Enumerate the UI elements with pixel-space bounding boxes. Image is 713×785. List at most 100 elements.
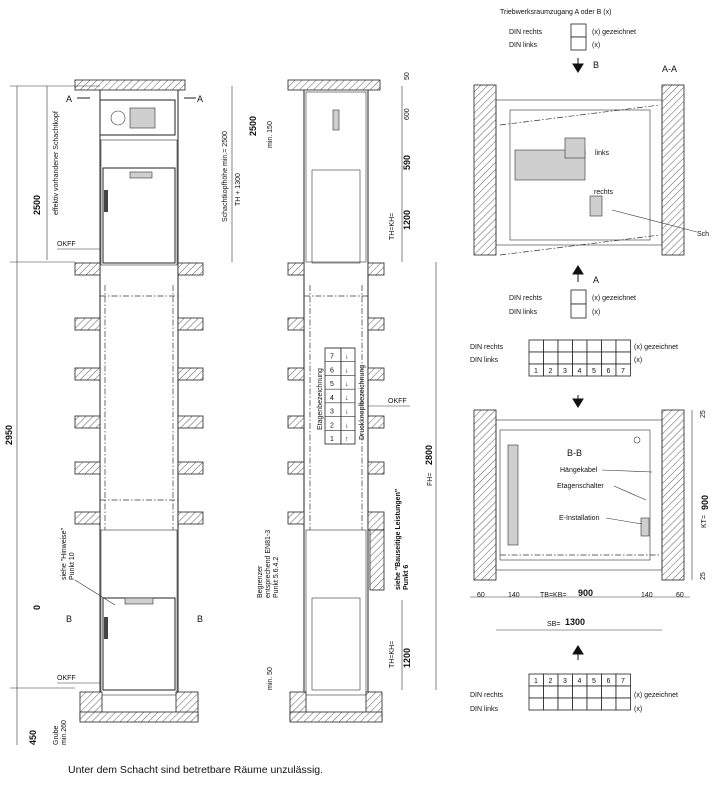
- floor-slab: [287, 367, 305, 381]
- floor-slab: [367, 317, 385, 331]
- car-lower: [311, 597, 361, 691]
- floor-slab: [287, 511, 305, 525]
- din-grid-number: 4: [578, 368, 582, 375]
- arrow-up-icon: [572, 265, 584, 282]
- floor-slab: [177, 317, 204, 331]
- din-rechts-label: DIN rechts: [509, 29, 543, 36]
- din-grid-cell: [557, 697, 573, 711]
- din-grid-number: 1: [534, 368, 538, 375]
- din-grid-number: 3: [563, 368, 567, 375]
- lower-car-frame: [100, 529, 178, 696]
- floor-number: 5: [330, 381, 334, 388]
- upper-car-frame: [100, 139, 178, 266]
- wall-recess: [369, 529, 385, 591]
- din-rechts-label: DIN rechts: [470, 692, 504, 699]
- upper-car: [102, 167, 176, 264]
- drive-pulley: [110, 110, 126, 126]
- floor-slab: [287, 262, 305, 276]
- lower-car-panel: [104, 617, 108, 639]
- section-mark-b-left: B: [66, 614, 72, 624]
- leader-line: [605, 517, 643, 525]
- dim-450: 450: [28, 730, 38, 745]
- side-view: 7↓6↓5↓4↓3↓2↓1↑ Etagenbezeichnung Druckkn…: [257, 72, 437, 723]
- bb-title: B-B: [567, 448, 582, 458]
- floor-slab: [367, 511, 385, 531]
- din-grid-cell: [586, 351, 602, 365]
- lower-car-top-bar: [124, 597, 154, 605]
- upper-car-top-bar: [129, 171, 153, 179]
- floor-slab: [74, 415, 101, 429]
- x-gezeichnet-label: (x) gezeichnet: [592, 295, 636, 302]
- dim-60-right: 60: [676, 592, 684, 599]
- din-links-label: DIN links: [509, 42, 538, 49]
- din-links-label: DIN links: [470, 357, 499, 364]
- car-frame-lower: [305, 529, 367, 696]
- lower-car: [102, 597, 176, 691]
- dim-50-bottom: min. 50: [267, 667, 274, 690]
- din-grid-number: 2: [549, 368, 553, 375]
- wall-right: [661, 84, 685, 256]
- din-grid-cell: [601, 351, 617, 365]
- floor-number: 4: [330, 395, 334, 402]
- dim-140-left: 140: [508, 592, 520, 599]
- section-mark-a-right: A: [197, 94, 203, 104]
- dim-25-top: 25: [700, 410, 707, 418]
- floor-number: 7: [330, 354, 334, 361]
- footnote: Unter dem Schacht sind betretbare Räume …: [68, 764, 324, 776]
- car-outline: [499, 429, 651, 561]
- th-plus-label: TH + 1300: [235, 173, 242, 206]
- bauseitige-punkt: Punkt 6: [403, 565, 410, 590]
- dim-60-left: 60: [477, 592, 485, 599]
- access-header: Triebwerksraumzugang A oder B (x) DIN re…: [500, 9, 636, 73]
- pit-floor: [79, 711, 199, 723]
- din-grid-cell: [528, 685, 544, 699]
- dim-2500-left: 2500: [32, 195, 42, 215]
- x-label: (x): [634, 357, 642, 364]
- din-grid-cell: [572, 351, 588, 365]
- floor-arrow: ↓: [345, 395, 349, 402]
- begrenzer-2: entsprechend EN81-3: [265, 530, 272, 598]
- din-grid-number: 5: [592, 368, 596, 375]
- car-frame-upper: [305, 91, 367, 263]
- din-grid-cell: [601, 697, 617, 711]
- grube-label: Grube: [53, 725, 60, 745]
- schachtkopf-label: effektiv vorhandener Schachtkopf: [53, 111, 60, 215]
- floor-arrow: ↓: [345, 381, 349, 388]
- top-slab: [74, 79, 186, 91]
- car-upper: [311, 169, 361, 264]
- din-grid-number: 2: [549, 678, 553, 685]
- din-links-label: DIN links: [509, 309, 538, 316]
- top-slab: [287, 79, 381, 91]
- dim-2500-right: 2500: [248, 116, 258, 136]
- okff-label: OKFF: [388, 398, 407, 405]
- din-grid-cell: [615, 363, 631, 377]
- x-gezeichnet-label: (x) gezeichnet: [592, 29, 636, 36]
- floor-slab: [287, 461, 305, 475]
- pit-floor: [289, 711, 383, 723]
- floor-slab: [287, 317, 305, 331]
- arrow-down-icon: [572, 58, 584, 73]
- car-outline: [509, 109, 651, 241]
- leader-line: [611, 209, 698, 233]
- motor: [564, 137, 586, 159]
- din-grid-number: 7: [621, 368, 625, 375]
- din-grid-number: 6: [607, 678, 611, 685]
- access-label: Triebwerksraumzugang A oder B (x): [500, 9, 611, 16]
- hinweise-punkt: Punkt 10: [69, 552, 76, 580]
- floor-slab: [367, 415, 385, 429]
- din-grid-number: 4: [578, 678, 582, 685]
- druckknopf-label: Druckknopfbezeichnung: [359, 365, 366, 440]
- din-grid-cell: [572, 697, 588, 711]
- din-grid-cell: [543, 697, 559, 711]
- floor-arrow: ↑: [345, 436, 349, 443]
- arrow-down-icon: [572, 395, 584, 408]
- th-kh-top: TH=KH=: [389, 213, 396, 240]
- din-grid-cell: [615, 339, 631, 353]
- floor-number: 2: [330, 422, 334, 429]
- x-label: (x): [592, 309, 600, 316]
- dim-140-right: 140: [641, 592, 653, 599]
- din-grid-cell: [586, 339, 602, 353]
- e-installation-box: [640, 517, 650, 537]
